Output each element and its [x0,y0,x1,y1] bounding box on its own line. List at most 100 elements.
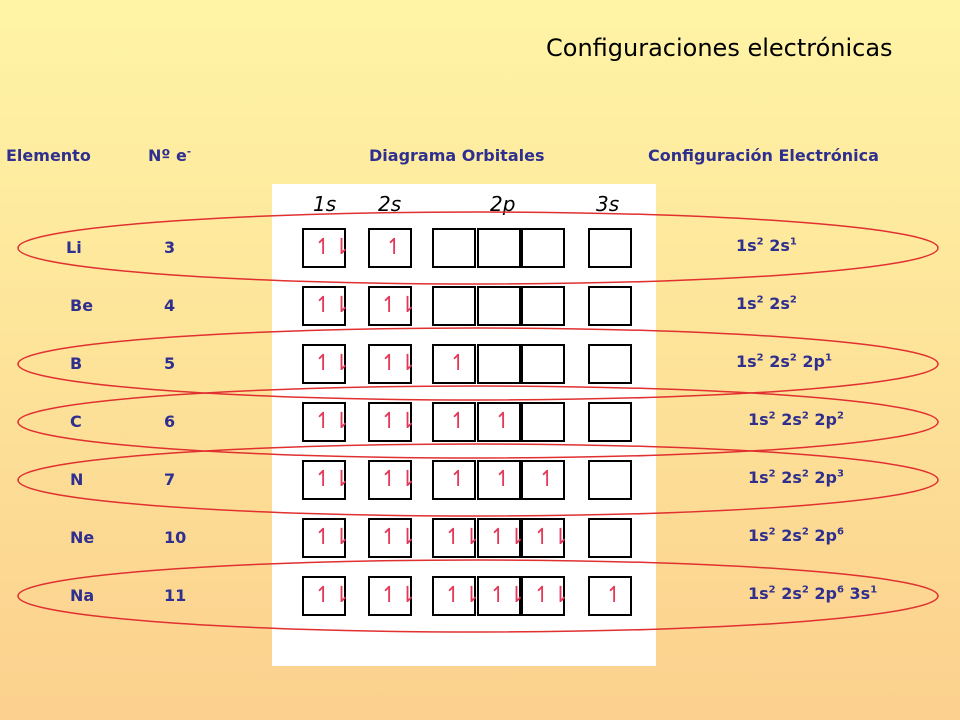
config-term: 2s [763,294,790,313]
config-term: 1s [748,526,769,545]
electron-count: 7 [164,470,176,489]
orbital-box: ↿⇂ [302,576,351,616]
orbital-box: ↿⇂ [368,460,417,500]
electron-arrow-icon: ↿ [449,351,468,376]
config-exponent: 2 [801,526,809,538]
electron-configuration: 1s2 2s2 [736,294,797,313]
electron-configuration: 1s2 2s2 2p6 3s1 [748,584,877,603]
electron-arrow-icon: ↿⇂ [314,351,351,376]
electron-arrow-icon: ↿⇂ [380,409,417,434]
orbital-box: ↿ [477,460,521,500]
highlight-oval [17,559,939,633]
config-term: 2s [775,584,802,603]
orbital-label-2s: 2s [378,192,402,216]
orbital-box: ↿⇂ [302,344,351,384]
element-symbol: B [70,354,83,373]
electron-arrow-icon: ↿ [449,467,468,492]
element-symbol: Li [66,238,82,257]
header-electrons-label: Nº e [148,146,187,165]
electron-count: 10 [164,528,187,547]
config-exponent: 6 [836,526,844,538]
orbital-box [432,286,476,326]
highlight-oval [17,385,939,459]
config-exponent: 2 [756,236,764,248]
config-term: 1s [736,352,757,371]
electron-arrow-icon: ↿⇂ [489,583,526,608]
config-exponent: 2 [789,294,797,306]
config-exponent: 2 [801,410,809,422]
electron-arrow-icon: ↿⇂ [314,467,351,492]
electron-arrow-icon: ↿⇂ [533,525,570,550]
config-exponent: 1 [824,352,832,364]
orbital-box: ↿ [432,402,476,442]
orbital-box: ↿⇂ [368,344,417,384]
header-electrons: Nº e- [148,146,191,165]
orbital-box: ↿⇂ [521,576,570,616]
electron-configuration: 1s2 2s2 2p6 [748,526,844,545]
orbital-box: ↿⇂ [521,518,570,558]
config-exponent: 1 [789,236,797,248]
orbital-box [521,228,565,268]
electron-count: 5 [164,354,176,373]
orbital-box [477,344,521,384]
electron-arrow-icon: ↿⇂ [314,235,351,260]
config-exponent: 2 [836,410,844,422]
orbital-box: ↿ [477,402,521,442]
electron-arrow-icon: ↿⇂ [380,467,417,492]
electron-arrow-icon: ↿⇂ [314,525,351,550]
electron-arrow-icon: ↿⇂ [314,583,351,608]
highlight-oval [17,327,939,401]
electron-arrow-icon: ↿⇂ [444,583,481,608]
header-element: Elemento [6,146,91,165]
electron-arrow-icon: ↿⇂ [314,409,351,434]
orbital-box [432,228,476,268]
config-exponent: 2 [768,584,776,596]
orbital-box: ↿ [588,576,632,616]
config-term: 1s [748,468,769,487]
orbital-box: ↿⇂ [302,286,351,326]
electron-arrow-icon: ↿⇂ [314,293,351,318]
config-term: 2s [775,526,802,545]
highlight-oval [17,211,939,285]
electron-count: 3 [164,238,176,257]
electron-count: 4 [164,296,176,315]
orbital-box [477,228,521,268]
config-exponent: 2 [768,526,776,538]
orbital-box [588,344,632,384]
electron-arrow-icon: ↿⇂ [380,525,417,550]
orbital-box: ↿⇂ [368,518,417,558]
config-exponent: 2 [756,294,764,306]
config-exponent: 2 [789,352,797,364]
electron-configuration: 1s2 2s2 2p3 [748,468,844,487]
highlight-oval [17,443,939,517]
electron-arrow-icon: ↿⇂ [489,525,526,550]
electron-arrow-icon: ↿⇂ [380,351,417,376]
electron-configuration: 1s2 2s2 2p2 [748,410,844,429]
orbital-box: ↿ [432,344,476,384]
header-diagram: Diagrama Orbitales [369,146,545,165]
electron-arrow-icon: ↿⇂ [380,583,417,608]
config-exponent: 1 [870,584,878,596]
orbital-box [588,518,632,558]
electron-count: 6 [164,412,176,431]
orbital-label-1s: 1s [313,192,337,216]
config-term: 2p [796,352,825,371]
element-symbol: N [70,470,84,489]
config-term: 2s [763,352,790,371]
orbital-box: ↿⇂ [477,576,526,616]
electron-arrow-icon: ↿⇂ [444,525,481,550]
orbital-box [588,228,632,268]
element-symbol: C [70,412,82,431]
page-title: Configuraciones electrónicas [546,34,893,62]
config-term: 2p [808,584,837,603]
config-exponent: 2 [768,410,776,422]
config-term: 1s [736,236,757,255]
config-term: 1s [736,294,757,313]
electron-arrow-icon: ↿⇂ [380,293,417,318]
orbital-box: ↿⇂ [302,460,351,500]
orbital-box [588,402,632,442]
electron-arrow-icon: ↿⇂ [533,583,570,608]
orbital-box [588,460,632,500]
config-term: 2s [763,236,790,255]
orbital-box: ↿ [432,460,476,500]
